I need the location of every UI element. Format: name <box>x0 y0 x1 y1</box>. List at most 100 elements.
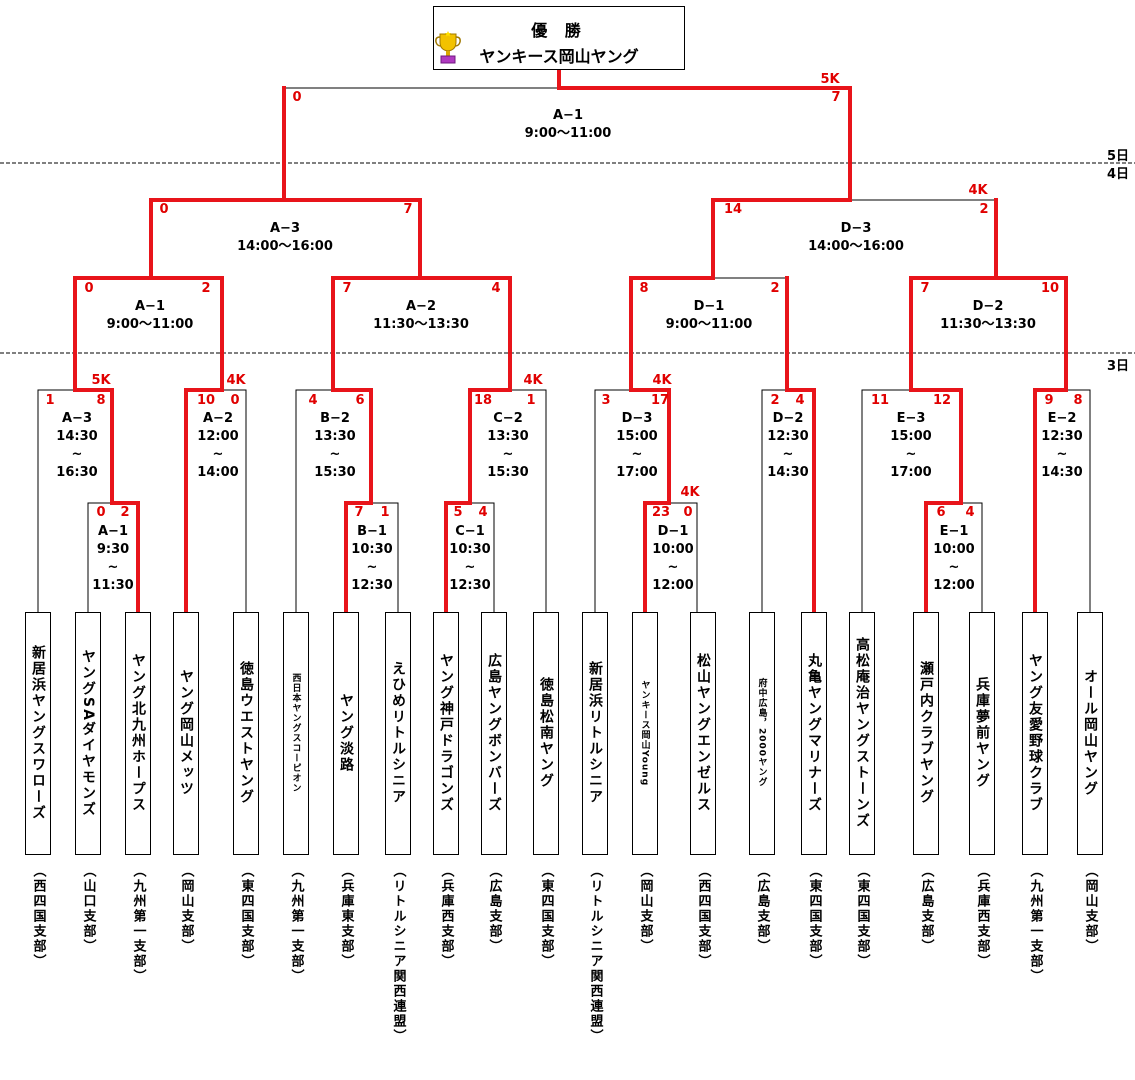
team-name: 高松庵治ヤングストーンズ <box>854 637 870 829</box>
match-time: 9:00〜11:00 <box>665 317 753 332</box>
match-time-start: 13:30 <box>487 429 529 444</box>
score: 4 <box>478 505 488 520</box>
score: 23 <box>651 505 671 520</box>
match-code: A−1 <box>135 299 165 314</box>
team-region: （九州第一支部） <box>288 864 304 984</box>
match-time-end: 15:30 <box>487 465 529 480</box>
score: 2 <box>120 505 130 520</box>
team-box: 広島ヤングボンバーズ <box>481 612 507 855</box>
team-box: 瀬戸内クラブヤング <box>913 612 939 855</box>
team-region: （西四国支部） <box>30 864 46 969</box>
team-name: 西日本ヤングスコーピオン <box>290 673 301 793</box>
team-box: 徳島松南ヤング <box>533 612 559 855</box>
note: 5K <box>820 72 840 87</box>
score: 12 <box>932 393 952 408</box>
match-r32-1: A−1 9:30 ~ 11:30 <box>92 523 133 595</box>
match-time-end: 17:00 <box>616 465 658 480</box>
match-time-end: 12:00 <box>933 578 975 593</box>
team-box: 兵庫夢前ヤング <box>969 612 995 855</box>
match-time-sep: ~ <box>948 560 960 575</box>
match-time-start: 9:30 <box>96 542 130 557</box>
score: 1 <box>380 505 390 520</box>
match-time-start: 13:30 <box>314 429 356 444</box>
team-region: （広島支部） <box>486 864 502 954</box>
match-code: B−2 <box>320 411 350 426</box>
team-name: ヤング北九州ホープス <box>130 653 146 813</box>
match-time-end: 15:30 <box>314 465 356 480</box>
match-time-end: 14:30 <box>1041 465 1083 480</box>
team-name: ヤング淡路 <box>338 693 354 773</box>
team-name: 新居浜ヤングスワローズ <box>30 645 46 821</box>
trophy-icon <box>435 31 461 64</box>
match-time-end: 14:30 <box>767 465 809 480</box>
match-time-sep: ~ <box>71 447 83 462</box>
score: 10 <box>1040 281 1060 296</box>
team-box: ヤング神戸ドラゴンズ <box>433 612 459 855</box>
team-region: （東四国支部） <box>854 864 870 969</box>
team-box: ヤング淡路 <box>333 612 359 855</box>
champion-label: 優 勝 <box>531 21 587 40</box>
champion-team: ヤンキース岡山ヤング <box>479 47 639 66</box>
match-time-sep: ~ <box>464 560 476 575</box>
team-name: 新居浜リトルシニア <box>587 661 603 805</box>
team-region: （兵庫西支部） <box>438 864 454 969</box>
score: 7 <box>354 505 364 520</box>
match-code: D−2 <box>972 299 1004 314</box>
team-region: （九州第一支部） <box>1027 864 1043 984</box>
team-box: 丸亀ヤングマリナーズ <box>801 612 827 855</box>
score: 7 <box>920 281 930 296</box>
team-box: 高松庵治ヤングストーンズ <box>849 612 875 855</box>
score: 1 <box>45 393 55 408</box>
match-time: 14:00〜16:00 <box>237 239 333 254</box>
score: 8 <box>1073 393 1083 408</box>
team-name: 徳島松南ヤング <box>538 677 554 789</box>
score: 8 <box>639 281 649 296</box>
match-time-start: 10:00 <box>652 542 694 557</box>
score: 7 <box>342 281 352 296</box>
match-time-start: 10:30 <box>449 542 491 557</box>
team-region: （リトルシニア関西連盟） <box>587 864 603 1044</box>
team-name: 広島ヤングボンバーズ <box>486 653 502 813</box>
team-name: 兵庫夢前ヤング <box>974 677 990 789</box>
score: 2 <box>770 281 780 296</box>
match-r16-1: A−3 14:30 ~ 16:30 <box>56 410 97 482</box>
score: 4 <box>308 393 318 408</box>
match-time-sep: ~ <box>366 560 378 575</box>
match-time-start: 10:00 <box>933 542 975 557</box>
match-semi-1: A−3 14:00〜16:00 <box>237 220 333 256</box>
match-time-end: 12:30 <box>351 578 393 593</box>
score: 8 <box>96 393 106 408</box>
day-label-3: 3日 <box>1106 359 1129 374</box>
score: 0 <box>683 505 693 520</box>
team-box: 西日本ヤングスコーピオン <box>283 612 309 855</box>
score: 14 <box>723 202 743 217</box>
score: 18 <box>473 393 493 408</box>
match-time-sep: ~ <box>905 447 917 462</box>
match-code: E−1 <box>939 524 969 539</box>
match-r16-6: D−2 12:30 ~ 14:30 <box>767 410 808 482</box>
score: 0 <box>292 90 302 105</box>
team-box: 府中広島，2000ヤング <box>749 612 775 855</box>
team-name: 府中広島，2000ヤング <box>756 678 767 788</box>
team-box: 新居浜ヤングスワローズ <box>25 612 51 855</box>
match-r16-2: A−2 12:00 ~ 14:00 <box>197 410 238 482</box>
note: 4K <box>968 183 988 198</box>
score: 4 <box>491 281 501 296</box>
team-name: オール岡山ヤング <box>1082 669 1098 797</box>
score: 2 <box>770 393 780 408</box>
score: 11 <box>870 393 890 408</box>
team-region: （広島支部） <box>918 864 934 954</box>
match-r32-4: D−1 10:00 ~ 12:00 <box>652 523 693 595</box>
team-box: えひめリトルシニア <box>385 612 411 855</box>
team-region: （兵庫東支部） <box>338 864 354 969</box>
team-region: （山口支部） <box>80 864 96 954</box>
team-region: （岡山支部） <box>637 864 653 954</box>
match-r32-2: B−1 10:30 ~ 12:30 <box>351 523 392 595</box>
score: 4 <box>965 505 975 520</box>
score: 2 <box>201 281 211 296</box>
day-label-5: 5日 <box>1106 149 1129 164</box>
team-region: （東四国支部） <box>238 864 254 969</box>
score: 6 <box>936 505 946 520</box>
match-time-sep: ~ <box>212 447 224 462</box>
team-name: 丸亀ヤングマリナーズ <box>806 653 822 813</box>
